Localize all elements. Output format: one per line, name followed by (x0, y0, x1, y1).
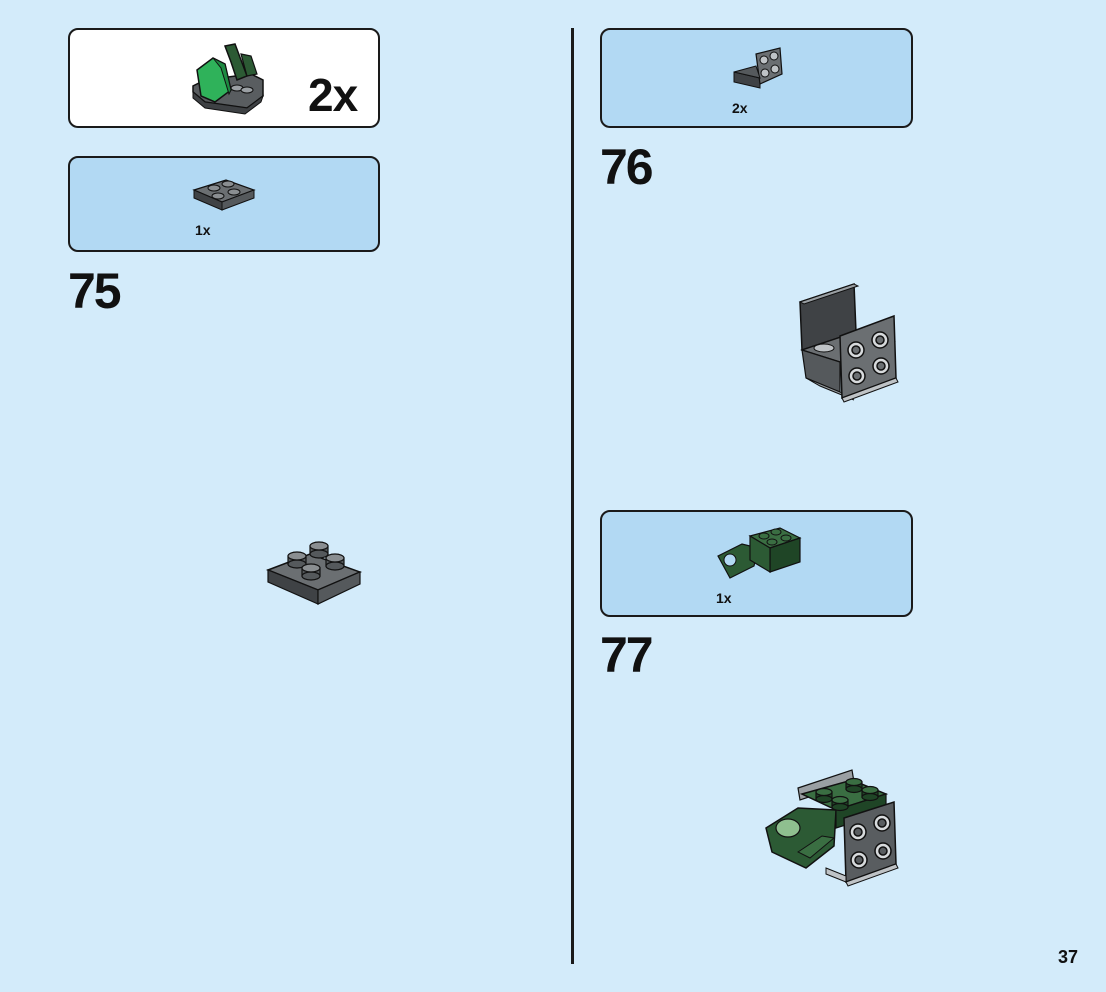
step-75-assembly-plate (265, 541, 363, 605)
part-quantity: 2x (732, 100, 748, 116)
part-quantity: 1x (716, 590, 732, 606)
page-number: 37 (1057, 947, 1078, 967)
step-number-75: 75 (68, 263, 122, 319)
green-submodel-icon (192, 43, 264, 115)
step-number-76: 76 (600, 139, 654, 195)
step-number-77: 77 (600, 627, 654, 683)
parts-list-step-76: 2x (600, 28, 913, 128)
dark-gray-plate-2x2-icon (192, 179, 256, 211)
dark-green-hinge-brick-icon (717, 527, 802, 579)
submodel-quantity: 2x (308, 69, 358, 121)
parts-list-step-75: 1x (68, 156, 380, 252)
dark-gray-bracket-icon (733, 47, 783, 89)
part-quantity: 1x (195, 222, 211, 238)
column-divider (571, 28, 574, 964)
parts-list-step-77: 1x (600, 510, 913, 617)
step-76-assembly-bracket (798, 282, 899, 403)
step-77-assembly-hinge (765, 769, 899, 887)
submodel-callout: 2x (68, 28, 380, 128)
